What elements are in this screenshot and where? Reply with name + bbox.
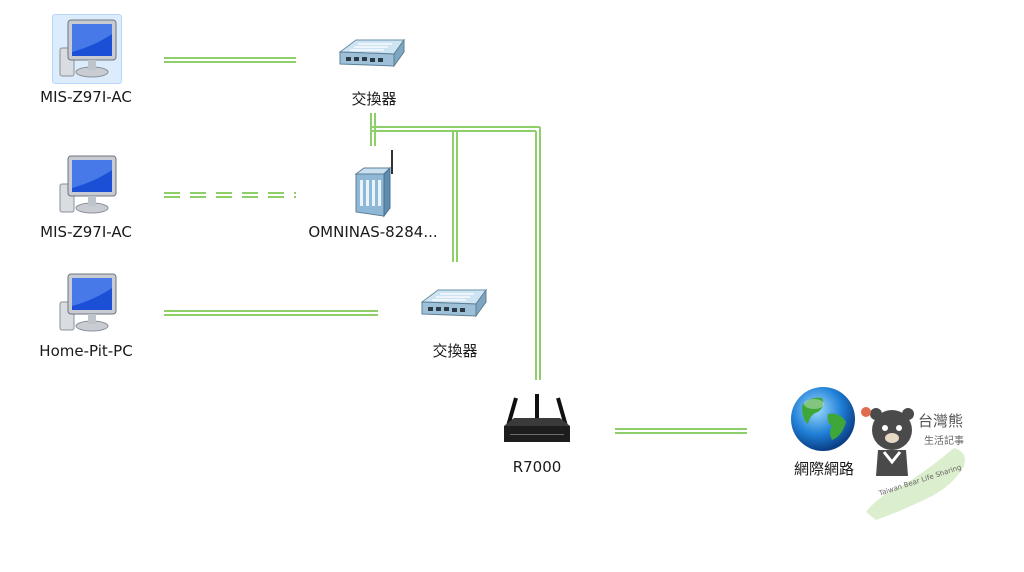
wireless-ap-icon[interactable] bbox=[350, 148, 402, 218]
router-icon[interactable] bbox=[500, 392, 574, 446]
watermark-subtitle: 生活記事 bbox=[924, 436, 964, 447]
node-label-internet[interactable]: 網際網路 bbox=[793, 460, 855, 478]
node-label-switch2[interactable]: 交換器 bbox=[432, 342, 478, 360]
node-label-pc3[interactable]: Home-Pit-PC bbox=[39, 342, 133, 360]
node-label-router[interactable]: R7000 bbox=[512, 458, 562, 476]
link-pc2-nas bbox=[164, 192, 296, 198]
link-switch1-bus bbox=[370, 113, 541, 380]
computer-icon[interactable] bbox=[54, 16, 120, 82]
node-label-pc1[interactable]: MIS-Z97I-AC bbox=[40, 88, 132, 106]
globe-icon[interactable] bbox=[788, 384, 858, 454]
link-pc3-switch2 bbox=[164, 310, 378, 316]
link-pc1-switch1 bbox=[164, 57, 296, 63]
watermark-logo bbox=[861, 407, 965, 520]
switch-icon[interactable] bbox=[418, 284, 490, 324]
node-label-switch1[interactable]: 交換器 bbox=[351, 90, 397, 108]
link-router-internet bbox=[615, 428, 747, 434]
watermark-title: 台灣熊 bbox=[918, 412, 964, 430]
computer-icon[interactable] bbox=[54, 152, 120, 218]
node-label-nas[interactable]: OMNINAS-8284... bbox=[308, 223, 438, 241]
node-label-pc2[interactable]: MIS-Z97I-AC bbox=[40, 223, 132, 241]
computer-icon[interactable] bbox=[54, 270, 120, 336]
switch-icon[interactable] bbox=[336, 34, 408, 74]
